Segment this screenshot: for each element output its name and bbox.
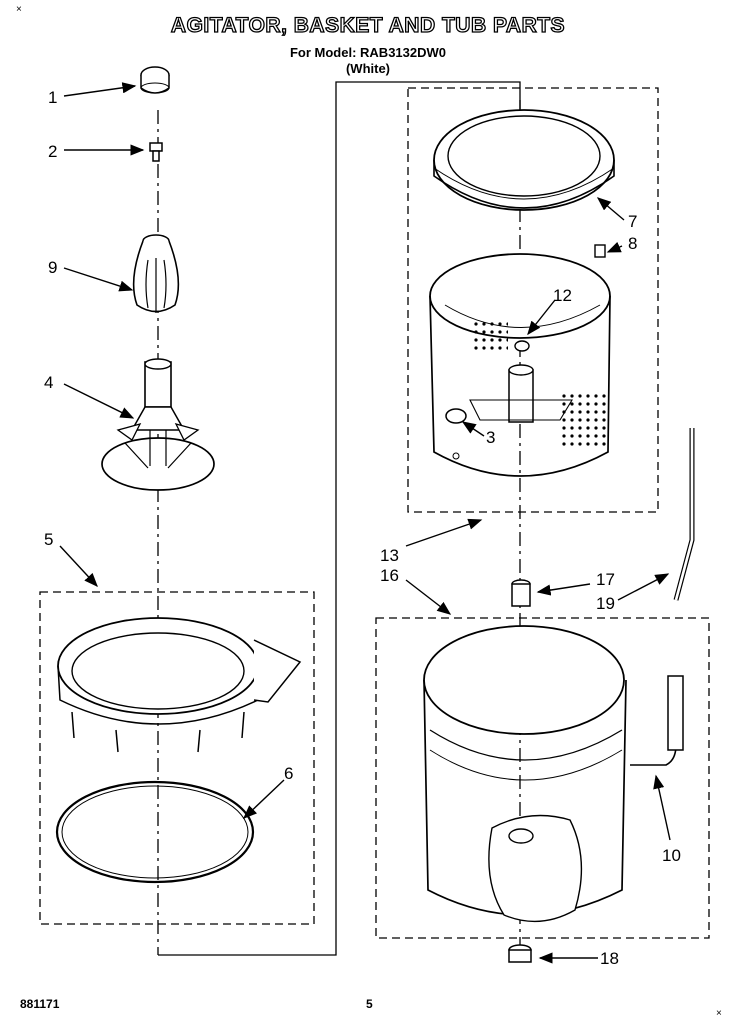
part-17-hub (511, 579, 531, 607)
callout-5: 5 (44, 530, 54, 549)
group-box-13 (407, 87, 659, 513)
callout-16: 16 (380, 566, 399, 585)
color-line: (White) (345, 61, 391, 76)
callout-7: 7 (628, 212, 638, 231)
part-6-seal (55, 780, 255, 884)
part-18-nut (508, 944, 532, 963)
group-box-5 (39, 591, 315, 925)
part-8-clip (594, 244, 606, 258)
part-2-bolt (149, 142, 163, 162)
part-13-basket (429, 253, 611, 477)
callout-4: 4 (44, 373, 54, 392)
part-4-agitator-base (101, 358, 215, 491)
corner-mark-top: × (16, 4, 22, 15)
callout-8: 8 (628, 234, 638, 253)
callout-3: 3 (486, 428, 496, 447)
callout-10: 10 (662, 846, 681, 865)
part-7-balance-ring (433, 109, 615, 211)
callout-18: 18 (600, 949, 619, 968)
callout-6: 6 (284, 764, 294, 783)
callout-9: 9 (48, 258, 58, 277)
part-1-cap (140, 66, 170, 94)
part-9-barrel (132, 234, 180, 313)
callout-2: 2 (48, 142, 58, 161)
callout-13: 13 (380, 546, 399, 565)
page-number: 5 (366, 997, 373, 1011)
corner-mark-bottom: × (716, 1008, 722, 1019)
page-title: AGITATOR, BASKET AND TUB PARTS (170, 13, 566, 37)
group-box-16 (375, 617, 710, 939)
part-5-ring (57, 617, 302, 753)
callout-17: 17 (596, 570, 615, 589)
callout-19: 19 (596, 594, 615, 613)
part-16-tub (423, 625, 627, 923)
callout-1: 1 (48, 88, 58, 107)
model-line: For Model: RAB3132DW0 (289, 45, 447, 60)
callout-12: 12 (553, 286, 572, 305)
doc-number: 881171 (20, 997, 60, 1011)
